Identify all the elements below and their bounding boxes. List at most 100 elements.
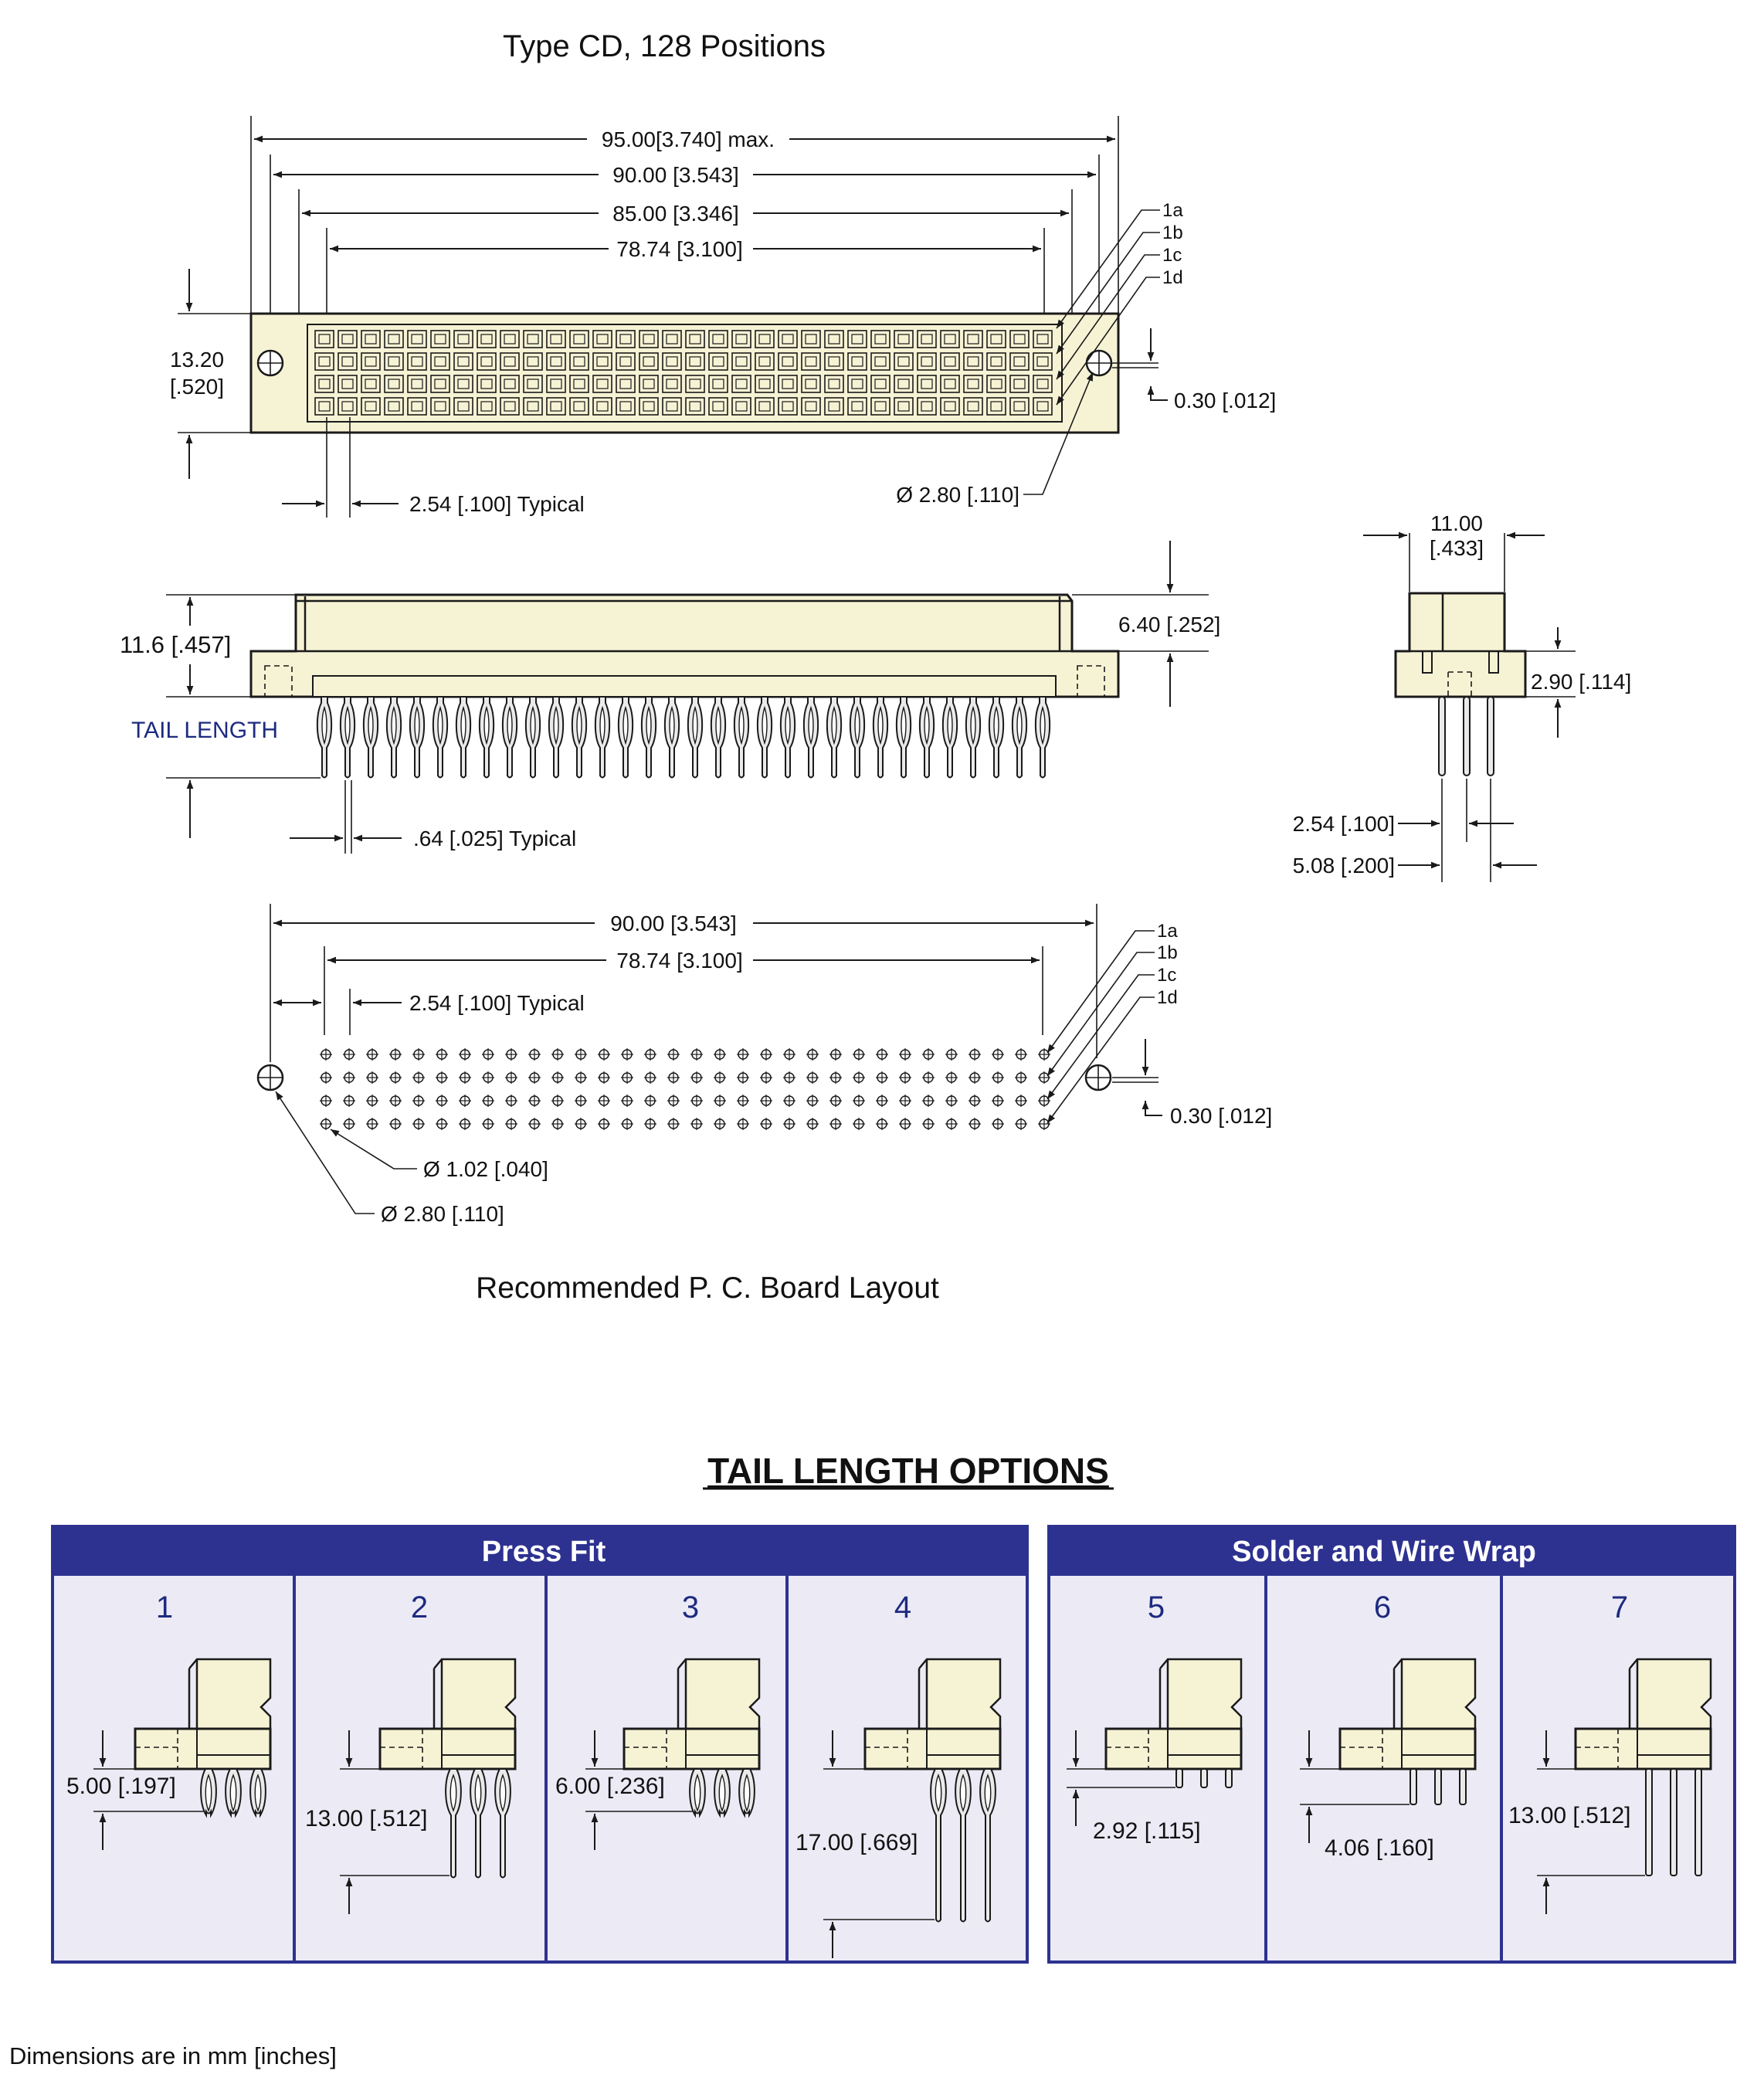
contact-cavity: [801, 330, 821, 348]
pcb-hole: [806, 1048, 819, 1061]
pcb-hole: [806, 1095, 819, 1107]
contact-cavity: [963, 330, 983, 348]
side-tail: [409, 696, 426, 779]
pcb-hole: [621, 1071, 633, 1084]
pcb-hole: [436, 1048, 448, 1061]
contact-cavity: [569, 330, 589, 348]
contact-cavity: [616, 375, 636, 393]
pcb-hole: [876, 1048, 888, 1061]
pcb-hole: [969, 1071, 981, 1084]
dim-pcb-pitch: 2.54 [.100] Typical: [409, 991, 585, 1015]
dim-body-width: 85.00 [3.346]: [612, 202, 738, 226]
pcb-hole: [714, 1118, 726, 1130]
tail-option-figure-2: [340, 1658, 517, 1914]
contact-cavity: [430, 397, 450, 416]
pcb-hole: [343, 1048, 355, 1061]
contact-cavity: [847, 352, 867, 371]
side-tail: [826, 696, 843, 779]
pcb-hole: [436, 1118, 448, 1130]
pcb-hole: [760, 1071, 772, 1084]
contact-cavity: [338, 397, 358, 416]
contact-cavity: [592, 375, 612, 393]
contact-cavity: [407, 352, 427, 371]
contact-cavity: [639, 330, 659, 348]
contact-cavity: [917, 352, 937, 371]
contact-cavity: [361, 352, 381, 371]
pcb-hole: [899, 1048, 911, 1061]
contact-cavity: [755, 375, 775, 393]
contact-cavity: [314, 330, 334, 348]
contact-cavity: [940, 352, 960, 371]
pcb-hole: [551, 1048, 564, 1061]
pcb-hole: [945, 1095, 958, 1107]
pcb-hole: [1015, 1118, 1027, 1130]
contact-cavity: [338, 375, 358, 393]
pcb-hole: [899, 1118, 911, 1130]
pcb-hole: [575, 1048, 587, 1061]
contact-cavity: [685, 330, 705, 348]
contact-cavity: [569, 397, 589, 416]
contact-cavity: [314, 375, 334, 393]
option-6-number: 6: [1374, 1590, 1391, 1624]
pcb-hole: [992, 1118, 1004, 1130]
dim-pcb-mount-hole: Ø 2.80 [.110]: [381, 1202, 504, 1226]
row-label-1d: 1d: [1162, 267, 1183, 288]
side-tail: [571, 696, 588, 779]
pcb-hole: [459, 1118, 471, 1130]
pcb-hole: [899, 1071, 911, 1084]
pcb-row-label-1a: 1a: [1157, 921, 1178, 942]
drawing-title: Type CD, 128 Positions: [503, 29, 826, 63]
side-tail: [1034, 696, 1051, 779]
side-tail: [710, 696, 727, 779]
contact-cavity: [778, 352, 798, 371]
option-4-number: 4: [894, 1590, 911, 1624]
side-tail: [988, 696, 1005, 779]
dim-pcb-pin-hole: Ø 1.02 [.040]: [423, 1157, 548, 1181]
pcb-hole: [482, 1071, 494, 1084]
tail-options-heading: TAIL LENGTH OPTIONS: [707, 1451, 1109, 1491]
pcb-hole: [644, 1071, 656, 1084]
dim-top-height: 6.40 [.252]: [1118, 613, 1220, 637]
contact-cavity: [453, 352, 473, 371]
contact-cavity: [1009, 352, 1030, 371]
tail-option-figure-7: [1537, 1658, 1712, 1914]
contact-cavity: [384, 330, 404, 348]
dim-tail-width: .64 [.025] Typical: [413, 827, 576, 850]
contact-cavity: [963, 375, 983, 393]
pcb-hole: [482, 1118, 494, 1130]
pcb-hole: [389, 1048, 402, 1061]
side-tail: [316, 696, 333, 779]
contact-cavity: [1033, 330, 1053, 348]
side-tail: [432, 696, 449, 779]
pcb-hole: [783, 1095, 795, 1107]
pcb-hole: [690, 1095, 703, 1107]
option-7-number: 7: [1611, 1590, 1628, 1624]
pcb-hole: [969, 1095, 981, 1107]
pcb-hole: [853, 1095, 865, 1107]
end-housing: [1394, 592, 1527, 698]
contact-cavity: [870, 375, 890, 393]
contact-cavity: [731, 375, 751, 393]
pcb-hole: [760, 1118, 772, 1130]
contact-cavity: [1033, 397, 1053, 416]
pcb-hole: [412, 1095, 425, 1107]
pcb-hole: [853, 1071, 865, 1084]
contact-cavity: [500, 352, 520, 371]
option-2-number: 2: [411, 1590, 428, 1624]
pcb-hole: [737, 1118, 749, 1130]
side-tail: [478, 696, 495, 779]
contact-cavity: [894, 375, 914, 393]
pcb-hole: [505, 1048, 517, 1061]
contact-cavity: [986, 330, 1006, 348]
dim-end-pitch: 2.54 [.100]: [1293, 812, 1395, 836]
contact-cavity: [917, 330, 937, 348]
pcb-hole: [737, 1071, 749, 1084]
contact-cavity: [847, 375, 867, 393]
tail-option-figure-6: [1300, 1658, 1477, 1843]
side-housing: [249, 593, 1120, 698]
pcb-hole: [922, 1071, 935, 1084]
pcb-hole: [644, 1048, 656, 1061]
option-4-length: 17.00 [.669]: [795, 1830, 918, 1855]
contact-cavity: [1033, 352, 1053, 371]
contact-cavity: [662, 352, 682, 371]
